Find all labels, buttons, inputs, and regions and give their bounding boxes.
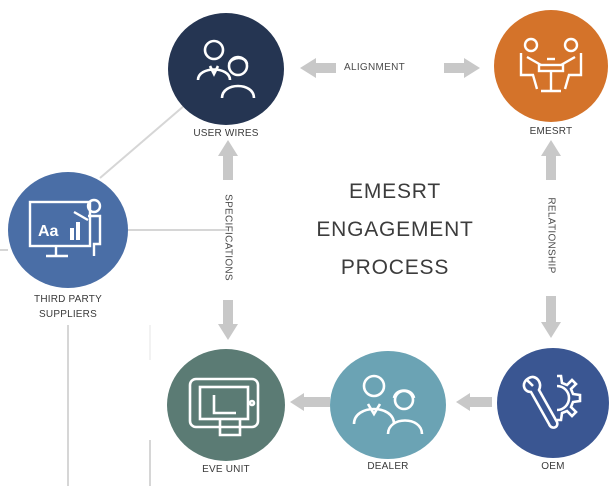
eve-unit-label: EVE UNIT	[202, 464, 250, 475]
oem-node	[497, 348, 609, 458]
dealer-label: DEALER	[367, 461, 409, 472]
third-party-label: THIRD PARTY SUPPLIERS	[10, 292, 126, 322]
line-third-party-to-user-wires	[99, 104, 186, 179]
title-line-3: PROCESS	[340, 256, 450, 279]
oem-to-dealer-arrow	[456, 393, 492, 411]
third-party-node: Aa	[8, 172, 128, 288]
users-icon	[196, 39, 256, 99]
dealer-to-eve-arrow	[290, 393, 330, 411]
emesrt-label: EMESRT	[529, 126, 573, 137]
relationship-arrow	[541, 140, 561, 338]
oem-label: OEM	[541, 461, 565, 472]
emesrt-node	[494, 10, 608, 122]
alignment-arrow	[300, 58, 480, 78]
eve-unit-node	[167, 349, 285, 461]
title-line-2: ENGAGEMENT	[316, 218, 474, 241]
user-wires-node	[168, 13, 284, 125]
specifications-label: SPECIFICATIONS	[222, 194, 234, 281]
people-icon	[352, 374, 424, 435]
third-party-label-line2: SUPPLIERS	[39, 309, 97, 320]
device-icon	[188, 377, 260, 437]
alignment-label: ALIGNMENT	[344, 62, 406, 73]
relationship-label: RELATIONSHIP	[545, 197, 557, 274]
dealer-node	[330, 351, 446, 459]
user-wires-label: USER WIRES	[193, 128, 259, 139]
specifications-arrow	[218, 140, 238, 340]
meeting-icon	[519, 37, 583, 93]
presentation-icon: Aa	[28, 198, 102, 258]
svg-text:Aa: Aa	[38, 223, 59, 240]
third-party-label-line1: THIRD PARTY	[34, 294, 102, 305]
title-line-1: EMESRT	[349, 180, 441, 203]
gear-wrench-icon	[522, 374, 582, 429]
